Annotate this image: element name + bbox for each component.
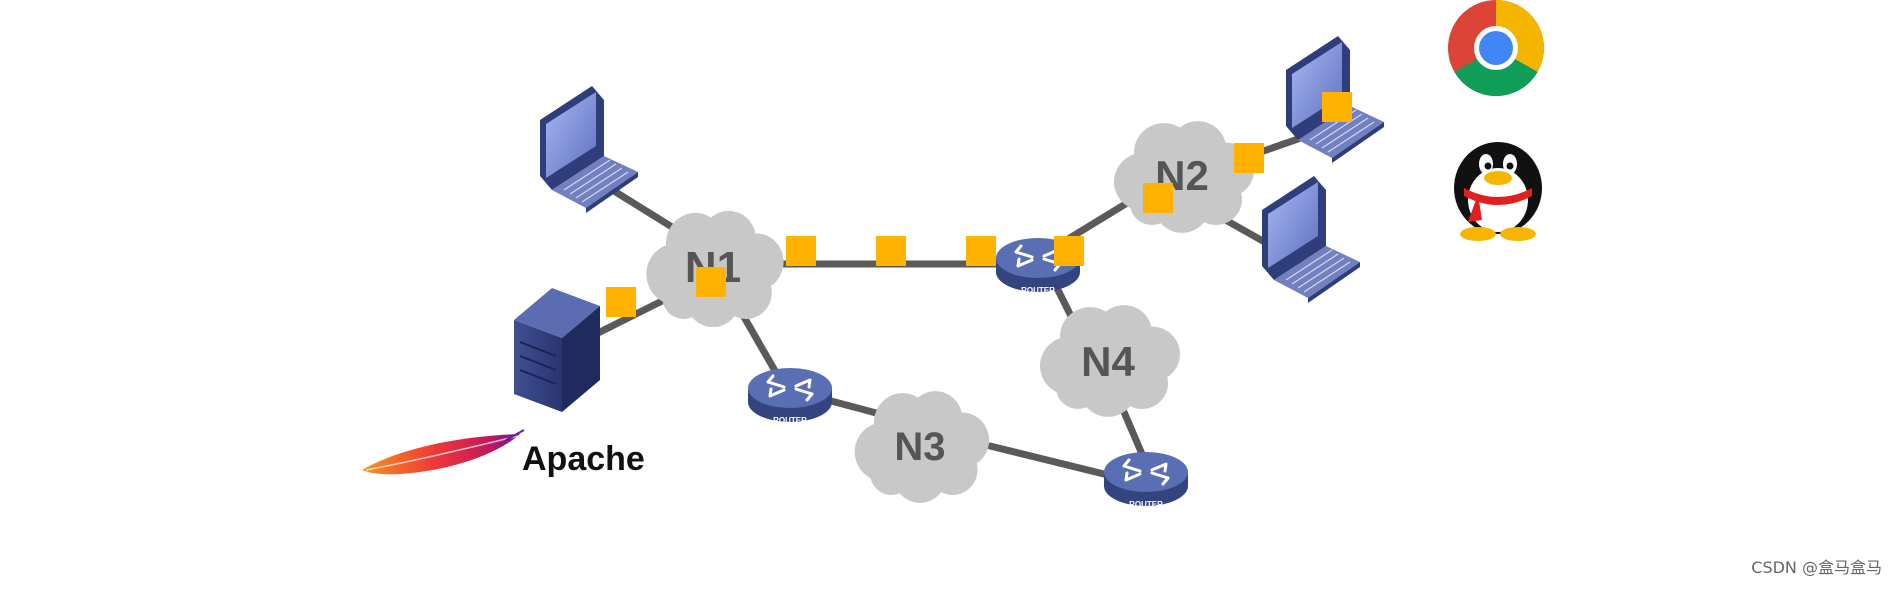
router-icon [1102, 450, 1190, 508]
packet-marker [786, 236, 816, 266]
link-laptop1-n1 [602, 182, 684, 236]
packet-marker [876, 236, 906, 266]
router-label: ROUTER [1129, 500, 1163, 509]
router-r1: ROUTER [994, 236, 1082, 295]
watermark: CSDN @盒马盒马 [1751, 558, 1882, 577]
router-label: ROUTER [773, 416, 807, 425]
laptop-icon [1261, 175, 1361, 304]
chrome-icon [1448, 0, 1544, 97]
network-cloud-n3: N3 [854, 391, 990, 503]
server-host [514, 288, 600, 412]
router-label: ROUTER [1021, 286, 1055, 295]
router-icon [746, 366, 834, 424]
server-icon [514, 288, 600, 412]
link-n3-router3 [986, 442, 1116, 480]
packet-marker [606, 287, 636, 317]
network-label: N4 [1081, 338, 1135, 385]
packet-marker [966, 236, 996, 266]
laptop-host-3 [1261, 175, 1361, 304]
network-label: N3 [894, 425, 945, 469]
packet-marker [1054, 236, 1084, 266]
apache-feather-icon [362, 429, 525, 475]
packet-marker [696, 267, 726, 297]
apache-logo: Apache [362, 429, 645, 478]
link-n4-router3 [1120, 408, 1146, 458]
apache-label: Apache [522, 440, 645, 478]
link-n1-router2 [736, 306, 782, 380]
network-cloud-n2: N2 [1114, 121, 1254, 233]
packet-marker [1322, 92, 1352, 122]
router-r2: ROUTER [746, 366, 834, 425]
qq-penguin-icon [1454, 142, 1542, 241]
packet-marker [1143, 183, 1173, 213]
router-r3: ROUTER [1102, 450, 1190, 509]
packet-marker [1234, 143, 1264, 173]
network-cloud-n4: N4 [1040, 305, 1180, 417]
packet-markers [606, 92, 1352, 317]
